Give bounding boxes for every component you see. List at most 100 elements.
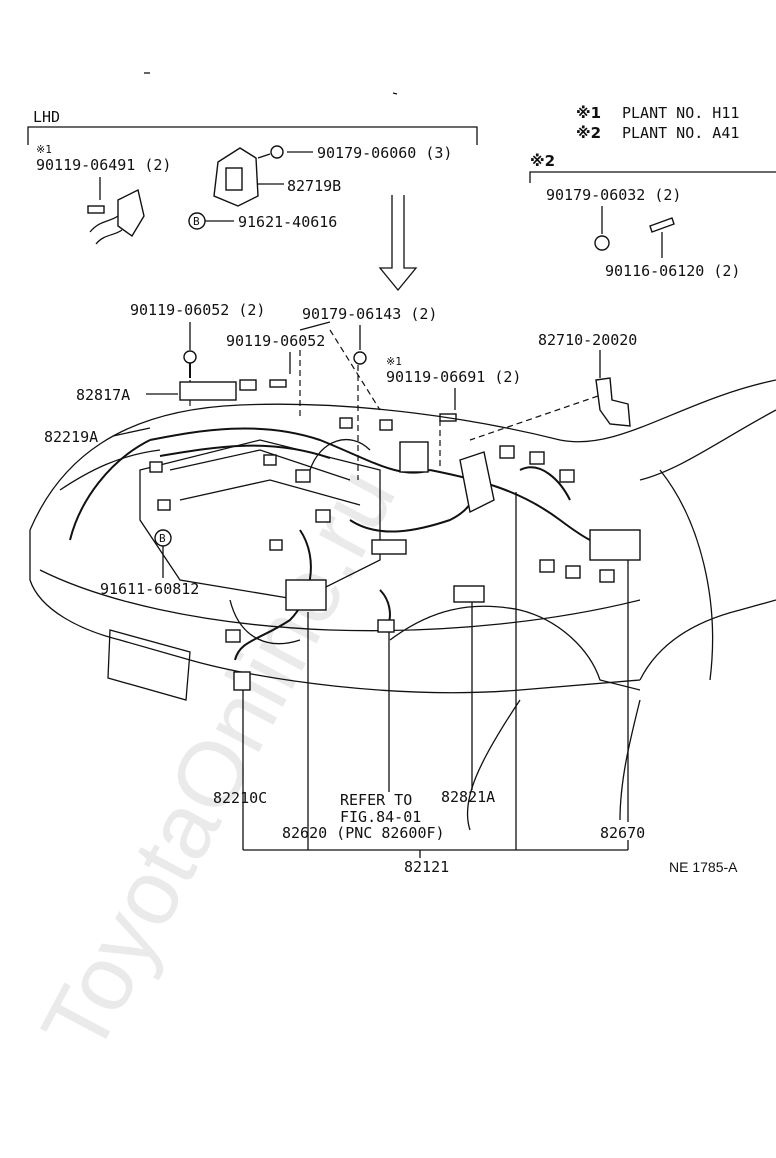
connector (379, 419, 393, 431)
harness-branch (69, 439, 151, 541)
b-mark-letter: B (159, 532, 166, 545)
part-91621-40616[interactable]: 91621-40616 (238, 213, 337, 231)
arrow-down-icon (378, 195, 418, 292)
part-90179-06060[interactable]: 90179-06060 (3) (317, 144, 452, 162)
part-90119-06052[interactable]: 90119-06052 (226, 332, 325, 350)
lhd-note-mark: ※1 (36, 143, 52, 156)
vehicle-body (29, 379, 776, 831)
connector (371, 539, 407, 555)
legend-plant-1: PLANT NO. H11 (622, 104, 739, 122)
refer-line-2[interactable]: FIG.84-01 (340, 808, 421, 826)
fender-line (389, 605, 641, 691)
part-82121[interactable]: 82121 (404, 858, 449, 876)
connector (295, 469, 311, 483)
plant-legend: ※1 PLANT NO. H11 ※2 PLANT NO. A41 (576, 104, 739, 142)
bolt-icon (649, 217, 675, 233)
part-82620[interactable]: 82620 (PNC 82600F) (282, 824, 445, 842)
part-90179-06032[interactable]: 90179-06032 (2) (546, 186, 681, 204)
nut-icon (270, 145, 284, 159)
part-82670[interactable]: 82670 (600, 824, 645, 842)
part-82219A[interactable]: 82219A (44, 428, 98, 446)
bracket-icon (595, 377, 631, 427)
connector-82620 (285, 579, 327, 611)
harness-main (159, 444, 331, 459)
bumper-crease (39, 569, 641, 632)
harness-branch (234, 529, 312, 661)
connector (529, 451, 545, 465)
lhd-inset: LHD ※1 90119-06491 (2) 90179-06060 (3) 8… (27, 108, 478, 245)
connector (339, 417, 353, 429)
nut-icon (353, 351, 367, 365)
connector (269, 539, 283, 551)
part-90119-06052-2[interactable]: 90119-06052 (2) (130, 301, 265, 319)
harness-branch (519, 466, 571, 501)
bracket-icon (117, 188, 145, 238)
watermark: ToyotaOnline.ru (23, 453, 416, 1070)
windshield-base (639, 409, 776, 481)
lhd-title: LHD (33, 108, 60, 126)
part-90179-06143[interactable]: 90179-06143 (2) (302, 305, 437, 323)
body-lower (466, 699, 521, 831)
connector (539, 559, 555, 573)
part-91611-60812[interactable]: 91611-60812 (100, 580, 199, 598)
connector (149, 461, 163, 473)
valve-cover (179, 479, 361, 506)
license-plate (107, 629, 191, 701)
valve-cover (169, 449, 351, 481)
bolt-head-icon (183, 350, 197, 364)
part-82817A[interactable]: 82817A (76, 386, 130, 404)
a-pillar (659, 469, 714, 681)
connector-82821A (453, 585, 485, 603)
legend-plant-2: PLANT NO. A41 (622, 124, 739, 142)
body-lower (619, 699, 641, 821)
relay-slot (225, 167, 243, 191)
a41-inset: ※2 90179-06032 (2) 90116-06120 (2) (529, 152, 776, 280)
leader (299, 321, 331, 331)
headlamp-edge (59, 449, 161, 491)
lhd-bracket (27, 126, 478, 145)
part-82710-20020[interactable]: 82710-20020 (538, 331, 637, 349)
dashed-guide (329, 329, 381, 411)
refer-line-1[interactable]: REFER TO (340, 791, 412, 809)
speck (392, 92, 398, 95)
connector (315, 509, 331, 523)
part-90119-06691[interactable]: 90119-06691 (2) (386, 368, 521, 386)
part-90119-06491[interactable]: 90119-06491 (2) (36, 156, 171, 174)
engine-block (139, 439, 381, 601)
connector (565, 565, 581, 579)
wire-stub (89, 215, 119, 233)
connector (559, 469, 575, 483)
bumper-line (29, 530, 641, 694)
bolt-line (257, 153, 271, 159)
harness-main (149, 427, 431, 474)
dashed-guide (469, 395, 599, 441)
connector (157, 499, 171, 511)
connector-82210C (233, 671, 251, 691)
legend-mark-2: ※2 (576, 124, 601, 142)
figure-id: NE 1785-A (669, 859, 738, 875)
part-82821A[interactable]: 82821A (441, 788, 495, 806)
bracket-82817A (179, 381, 237, 401)
connector (377, 619, 395, 633)
legend-mark-1: ※1 (576, 104, 601, 122)
connector (499, 445, 515, 459)
hood-line (29, 379, 776, 531)
connector (239, 379, 257, 391)
intake (309, 439, 371, 471)
relay-block (399, 441, 429, 473)
ecu-box (589, 529, 641, 561)
part-82719B[interactable]: 82719B (287, 177, 341, 195)
leader (112, 427, 151, 437)
part-90116-06120[interactable]: 90116-06120 (2) (605, 262, 740, 280)
connector (263, 454, 277, 466)
b-mark-letter: B (193, 215, 200, 228)
connector (599, 569, 615, 583)
bolt-icon (269, 379, 287, 388)
part-82210C[interactable]: 82210C (213, 789, 267, 807)
bulkhead-grommet (459, 451, 495, 514)
a41-title: ※2 (530, 152, 555, 170)
wheel-arch (639, 599, 776, 681)
bolt-icon (87, 205, 105, 214)
